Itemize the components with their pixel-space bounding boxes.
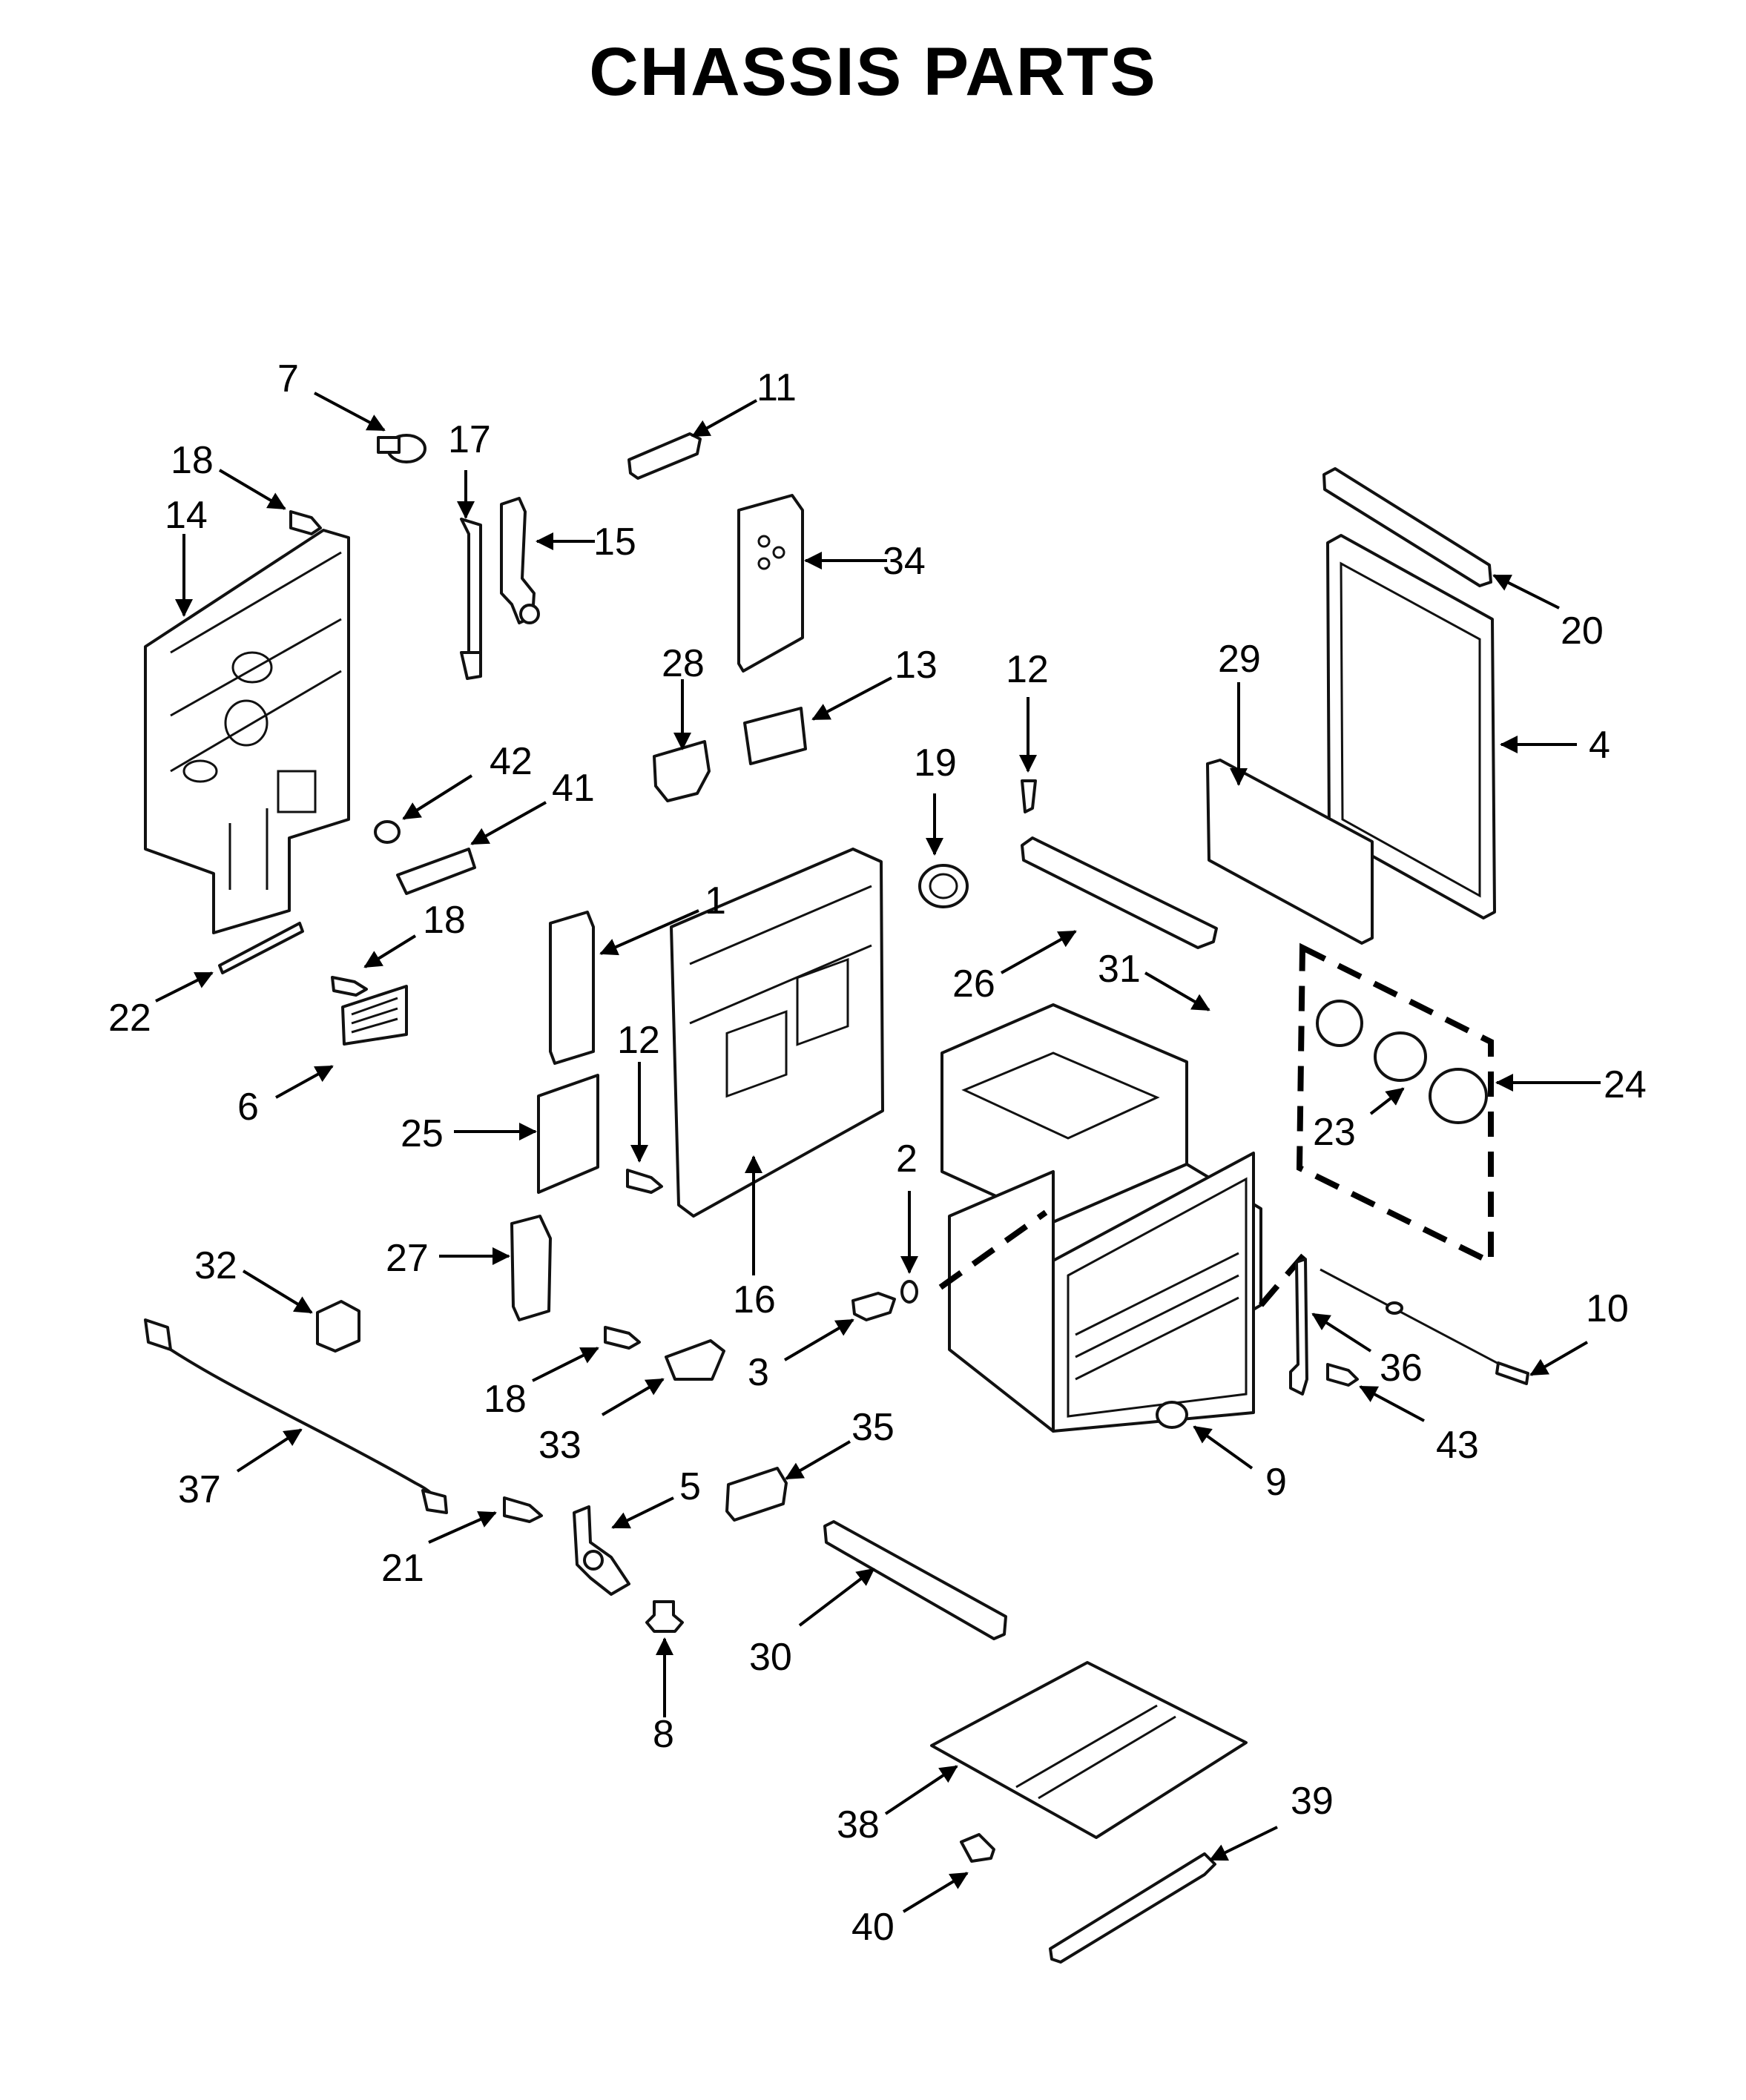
part-screw-18b bbox=[331, 976, 368, 997]
part-clip-35 bbox=[725, 1467, 788, 1522]
part-channel-1 bbox=[549, 911, 595, 1065]
callout-9: 9 bbox=[1265, 1461, 1287, 1504]
part-light-bulb bbox=[1374, 1031, 1427, 1082]
callout-1: 1 bbox=[705, 879, 726, 922]
callout-27: 27 bbox=[386, 1237, 429, 1280]
callout-42: 42 bbox=[490, 740, 533, 783]
part-clip-40 bbox=[960, 1833, 995, 1863]
callout-38: 38 bbox=[837, 1803, 880, 1846]
callout-37: 37 bbox=[178, 1468, 221, 1511]
callout-18b: 18 bbox=[423, 899, 466, 942]
part-box-32 bbox=[316, 1300, 360, 1353]
callout-31: 31 bbox=[1098, 948, 1141, 991]
part-screw-18c bbox=[604, 1326, 641, 1350]
callout-5: 5 bbox=[679, 1465, 701, 1508]
part-bracket-36 bbox=[1289, 1258, 1308, 1396]
part-screw-12a bbox=[1021, 779, 1037, 813]
callout-22: 22 bbox=[108, 997, 151, 1040]
callout-26: 26 bbox=[952, 962, 995, 1006]
callout-7: 7 bbox=[277, 357, 299, 400]
callout-41: 41 bbox=[552, 767, 595, 810]
callout-10: 10 bbox=[1586, 1287, 1629, 1330]
part-screw-18a bbox=[289, 510, 322, 535]
callout-6: 6 bbox=[237, 1086, 259, 1129]
part-support-rail-30 bbox=[823, 1520, 1007, 1640]
leader-lines bbox=[155, 392, 1601, 1913]
part-leveling-leg bbox=[645, 1600, 684, 1633]
callout-40: 40 bbox=[851, 1906, 895, 1949]
callout-18c: 18 bbox=[484, 1378, 527, 1421]
callout-17: 17 bbox=[448, 418, 491, 461]
callout-12b: 12 bbox=[617, 1019, 660, 1062]
callout-30: 30 bbox=[749, 1636, 792, 1679]
callout-25: 25 bbox=[401, 1112, 444, 1155]
callout-28: 28 bbox=[662, 642, 705, 685]
callout-14: 14 bbox=[165, 494, 208, 537]
callout-33: 33 bbox=[538, 1424, 582, 1467]
part-door-panel bbox=[1206, 759, 1374, 945]
part-bar-22 bbox=[218, 922, 304, 974]
part-bottom-tray bbox=[930, 1661, 1248, 1839]
part-knob-9 bbox=[1156, 1401, 1188, 1429]
callout-20: 20 bbox=[1561, 610, 1604, 653]
part-bracket-17 bbox=[460, 518, 482, 680]
part-bracket-33 bbox=[665, 1339, 725, 1381]
callout-21: 21 bbox=[381, 1547, 424, 1590]
part-trim-39 bbox=[1049, 1852, 1216, 1964]
callout-32: 32 bbox=[194, 1244, 237, 1287]
part-trim-20 bbox=[1322, 467, 1492, 587]
callout-3: 3 bbox=[748, 1351, 769, 1394]
part-light-lens bbox=[1429, 1068, 1488, 1124]
part-leg-bracket-5 bbox=[573, 1505, 630, 1596]
callout-12a: 12 bbox=[1006, 648, 1049, 691]
part-bracket-13 bbox=[743, 707, 807, 765]
part-plate-11 bbox=[627, 432, 702, 480]
callout-35: 35 bbox=[851, 1406, 895, 1449]
part-screw-21 bbox=[503, 1496, 543, 1523]
callout-39: 39 bbox=[1291, 1780, 1334, 1823]
callout-labels: 1 2 3 4 5 6 7 8 9 10 11 12 12 13 14 15 1… bbox=[108, 357, 1647, 1949]
part-oven-box bbox=[940, 1003, 1262, 1433]
callout-24: 24 bbox=[1604, 1063, 1647, 1106]
part-rail-26 bbox=[1021, 836, 1218, 949]
part-nut-42 bbox=[374, 820, 401, 844]
part-power-cord bbox=[144, 1318, 448, 1514]
callout-43: 43 bbox=[1436, 1424, 1479, 1467]
page-title: CHASSIS PARTS bbox=[589, 34, 1157, 110]
callout-19: 19 bbox=[914, 742, 957, 785]
callout-8: 8 bbox=[653, 1713, 674, 1756]
part-sensor-10 bbox=[1320, 1268, 1529, 1385]
part-thermostat bbox=[377, 434, 426, 463]
callout-16: 16 bbox=[733, 1278, 776, 1321]
part-vent-grille bbox=[341, 985, 408, 1046]
part-screw-12b bbox=[626, 1169, 663, 1194]
callout-18a: 18 bbox=[171, 439, 214, 482]
part-fan-19 bbox=[918, 864, 969, 908]
callout-13: 13 bbox=[895, 644, 938, 687]
part-bracket-15 bbox=[500, 497, 540, 624]
part-fitting-3 bbox=[851, 1292, 896, 1321]
assembly-dash-oven bbox=[938, 1209, 1048, 1290]
part-panel-34 bbox=[737, 494, 804, 673]
part-terminal-block-41 bbox=[396, 848, 476, 895]
callout-36: 36 bbox=[1380, 1347, 1423, 1390]
part-light-socket bbox=[1316, 1000, 1363, 1047]
callout-29: 29 bbox=[1218, 638, 1261, 681]
callout-4: 4 bbox=[1589, 724, 1610, 767]
callout-23: 23 bbox=[1313, 1111, 1356, 1154]
callout-11: 11 bbox=[757, 366, 797, 409]
part-rear-panel-left bbox=[144, 529, 350, 934]
part-main-back-panel bbox=[670, 848, 884, 1218]
part-clip-28 bbox=[653, 740, 711, 802]
part-screw-43 bbox=[1326, 1363, 1359, 1387]
part-bracket-27 bbox=[510, 1215, 552, 1321]
part-sheet-25 bbox=[537, 1074, 599, 1194]
callout-15: 15 bbox=[593, 521, 636, 564]
callout-2: 2 bbox=[896, 1138, 918, 1181]
part-washer-2 bbox=[900, 1280, 918, 1304]
part-light-group-box bbox=[1296, 942, 1494, 1267]
callout-34: 34 bbox=[883, 540, 926, 583]
